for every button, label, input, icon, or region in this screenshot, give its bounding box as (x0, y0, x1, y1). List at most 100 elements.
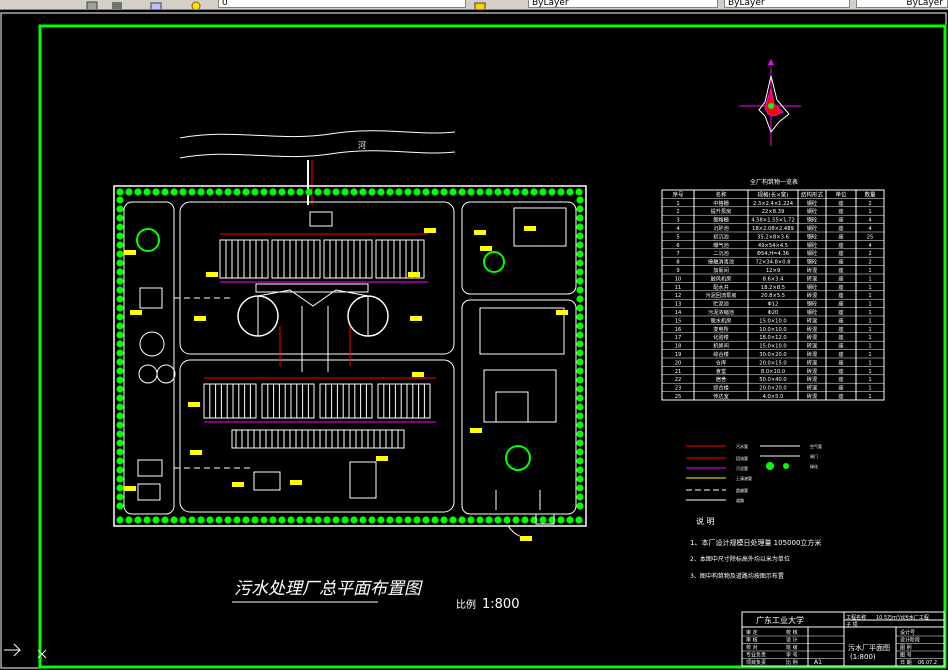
legend-label: 污泥管 (736, 465, 748, 471)
table-cell: 砖混 (807, 358, 817, 366)
table-cell: 2 (868, 201, 871, 207)
table-cell: 座 (838, 291, 843, 299)
table-cell: 砖混 (807, 375, 817, 383)
table-cell: 10 (675, 276, 682, 282)
table-cell: 食堂 (716, 367, 726, 375)
table-cell: 4 (868, 226, 872, 232)
table-cell: 接触消毒池 (708, 258, 734, 266)
table-cell: 12 (675, 293, 682, 299)
properties-icon[interactable] (86, 0, 98, 9)
title-block: 广东工业大学 工程名称 10.5万m³/d污水厂工程 子 项 污水厂平面图 (1… (741, 611, 945, 667)
linetype-dropdown[interactable]: ByLayer (724, 0, 850, 8)
table-cell: 座 (838, 358, 843, 366)
table-cell: 14 (675, 310, 682, 316)
table-cell: 砖混 (807, 342, 817, 350)
table-header-1: 名称 (715, 190, 727, 198)
table-cell: 污泥浓缩池 (708, 308, 734, 316)
table-cell: 化验楼 (713, 333, 729, 341)
table-cell: 钢砼 (807, 241, 818, 249)
table-cell: 5 (676, 234, 679, 240)
drawing-frame-inner (38, 24, 947, 669)
table-cell: 座 (838, 375, 843, 383)
table-cell: 贮泥池 (713, 300, 729, 308)
title-block-row-label: 设 计 (786, 637, 798, 644)
legend-label: 闸门 (810, 453, 818, 459)
table-cell: 15.0×10.0 (759, 318, 786, 324)
make-current-icon[interactable] (474, 0, 486, 9)
title-block-right-label: 日 期 (900, 660, 912, 666)
date-cell: 06.07.2 (918, 660, 937, 666)
table-cell: 19 (675, 352, 682, 358)
table-cell: 15.0×10.0 (759, 344, 786, 350)
title-block-row-label: 审 定 (746, 629, 758, 636)
legend-label: 空气管 (810, 443, 822, 449)
table-cell: 25 (675, 394, 682, 400)
table-cell: 20.8×5.5 (761, 293, 785, 299)
table-cell: 8 (676, 260, 679, 266)
table-cell: 座 (838, 199, 843, 207)
table-cell: 砖混 (807, 266, 817, 274)
drawing-name-cell: 污水厂平面图 (848, 643, 890, 652)
scale-a1-cell: A1 (814, 659, 822, 666)
table-cell: 座 (838, 283, 843, 291)
table-cell: 1 (868, 369, 871, 375)
title-block-row-label: 项目负责 (746, 659, 766, 666)
drawing-canvas[interactable]: ▲ 河 (0, 10, 948, 670)
table-cell: 二沉池 (713, 249, 729, 257)
table-header-5: 数量 (864, 190, 876, 198)
title-block-row-label: 专业负责 (746, 652, 766, 659)
layer-state-icon[interactable] (190, 0, 202, 9)
table-cell: 钢砼 (807, 224, 818, 232)
color-dropdown[interactable]: ByLayer (528, 0, 718, 8)
note-2: 2、本图中尺寸除标高外均以米为单位 (690, 555, 790, 563)
table-cell: 砖混 (807, 392, 817, 400)
table-cell: 钢砼 (807, 308, 818, 316)
title-block-right-label: 图 号 (900, 653, 912, 659)
table-cell: 4.58×1.55×1.72 (751, 218, 794, 224)
table-cell: 座 (838, 241, 843, 249)
table-cell: 鼓风机房 (711, 274, 732, 282)
title-block-right-label: 图 别 (900, 644, 912, 651)
table-cell: 砖混 (807, 367, 817, 375)
table-cell: 18.0×12.0 (759, 335, 786, 341)
table-cell: 18 (675, 344, 682, 350)
table-cell: 35.2×8×3.6 (757, 234, 789, 240)
lineweight-dropdown[interactable]: ByLayer (856, 0, 948, 8)
scale-label: 比例 (456, 598, 476, 611)
table-cell: 钢砼 (807, 207, 818, 215)
table-cell: 宿舍 (716, 375, 727, 383)
table-cell: 细格栅 (713, 216, 729, 224)
school-name: 广东工业大学 (756, 615, 804, 625)
site-plan (113, 185, 587, 541)
table-cell: 1 (868, 352, 871, 358)
note-3: 3、图中构筑物及道路均按图示布置 (690, 572, 784, 580)
layer-dropdown[interactable]: 0 (218, 0, 466, 8)
legend-label: 道路 (736, 497, 744, 503)
table-cell: 1 (868, 377, 871, 383)
table-header-3: 结构形式 (801, 190, 824, 198)
table-cell: 变电所 (713, 325, 729, 333)
legend-label: 回流管 (736, 455, 748, 461)
table-cell: 11 (675, 285, 682, 291)
table-cell: 钢砼 (807, 300, 818, 308)
table-cell: 72×34.8×0.8 (755, 260, 790, 266)
table-cell: 1 (868, 327, 871, 333)
legend-label: 绿化 (810, 463, 818, 469)
title-block-row-label: 班 级 (786, 644, 798, 651)
item-label: 子 项 (846, 621, 858, 628)
table-title: 全厂构筑物一览表 (750, 178, 798, 186)
layer-manager-icon[interactable] (150, 0, 162, 9)
table-cell: 1 (868, 318, 871, 324)
table-cell: 座 (838, 216, 843, 224)
table-cell: 18.2×8.5 (761, 285, 785, 291)
match-icon[interactable] (111, 0, 123, 9)
table-cell: 1 (868, 302, 871, 308)
table-cell: 1 (868, 276, 871, 282)
table-cell: 砖混 (807, 316, 817, 324)
table-cell: 座 (838, 384, 843, 392)
north-arrow-icon: ▲ (768, 57, 775, 66)
table-cell: 座 (838, 333, 843, 341)
table-cell: 1 (868, 310, 871, 316)
table-cell: 砖混 (807, 384, 817, 392)
